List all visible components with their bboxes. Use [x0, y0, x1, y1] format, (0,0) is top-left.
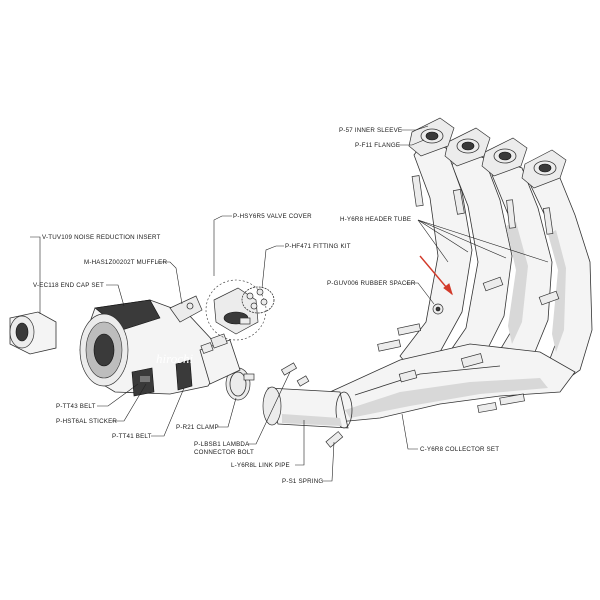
watermark: hirochi: [156, 351, 193, 366]
label-muffler: M-HAS1Z00202T MUFFLER: [84, 259, 168, 266]
label-rubber-spacer: P-GUV006 RUBBER SPACER: [327, 280, 416, 287]
collector: [329, 343, 576, 423]
link-pipe: [262, 386, 353, 429]
label-valve-cover: P-HSY6R5 VALVE COVER: [233, 213, 312, 220]
label-lambda-bolt-line2: CONNECTOR BOLT: [194, 449, 254, 456]
end-cap: [9, 311, 57, 355]
runner-springs: [411, 175, 560, 306]
valve-cover: [205, 279, 267, 341]
flange-4: [521, 149, 567, 189]
flange-2: [444, 127, 491, 167]
muffler: [79, 295, 241, 397]
label-spring: P-S1 SPRING: [282, 478, 323, 485]
label-sticker: P-HST6AL STICKER: [56, 418, 117, 425]
label-header-tube: H-Y6R8 HEADER TUBE: [340, 216, 411, 223]
fitting-kit: [241, 286, 275, 314]
labels: P-57 INNER SLEEVE P-F11 FLANGE H-Y6R8 HE…: [33, 127, 499, 485]
label-lambda-bolt-line1: P-LBSB1 LAMBDA: [194, 441, 250, 448]
header-tubes: [399, 139, 593, 385]
label-link-pipe: L-Y6R8L LINK PIPE: [231, 462, 290, 469]
label-inner-sleeve: P-57 INNER SLEEVE: [339, 127, 402, 134]
flange-1: [408, 117, 455, 157]
label-fitting-kit: P-HF471 FITTING KIT: [285, 243, 351, 250]
collector-springs: [280, 323, 525, 448]
label-flange: P-F11 FLANGE: [355, 142, 400, 149]
label-end-cap: V-EC118 END CAP SET: [33, 282, 104, 289]
label-noise-insert: V-TUV109 NOISE REDUCTION INSERT: [42, 234, 161, 241]
flange-3: [481, 137, 528, 177]
label-collector-set: C-Y6R8 COLLECTOR SET: [420, 446, 499, 453]
rubber-spacer: [432, 303, 444, 315]
clamp: [225, 367, 255, 401]
label-belt-43: P-TT43 BELT: [56, 403, 96, 410]
label-clamp: P-R21 CLAMP: [176, 424, 219, 431]
label-belt-41: P-TT41 BELT: [112, 433, 152, 440]
flanges: [408, 117, 567, 189]
accent-arrowhead: [443, 283, 453, 296]
leader-lines: [30, 125, 549, 482]
